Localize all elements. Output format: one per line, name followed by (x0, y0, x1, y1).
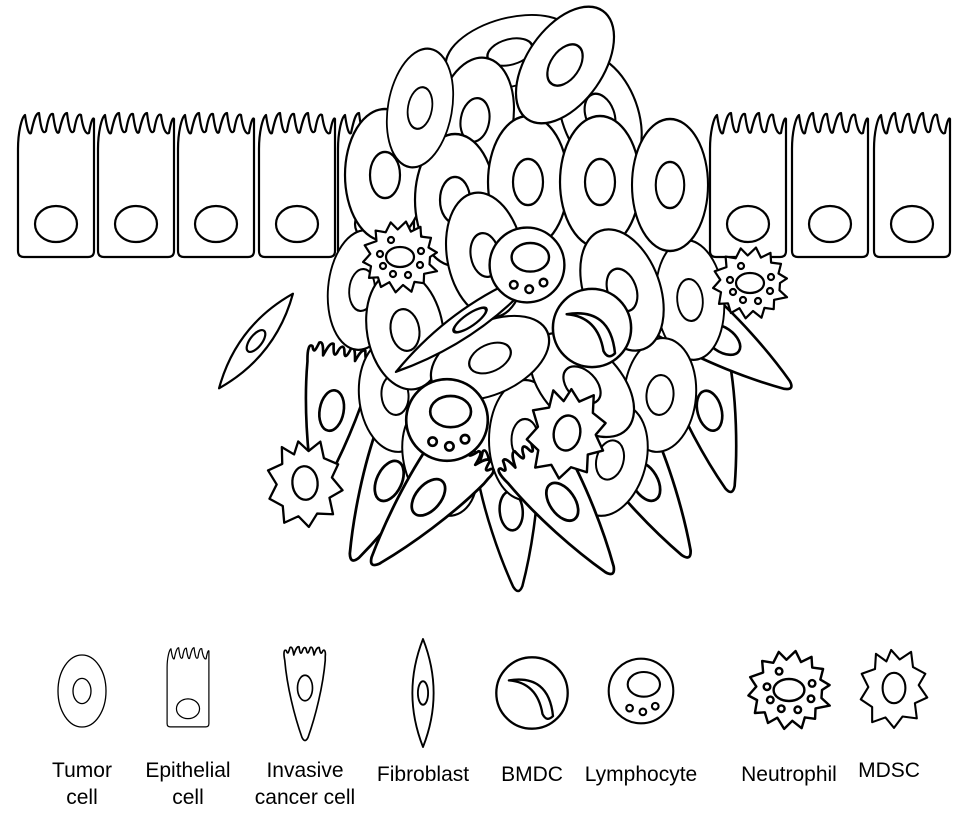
legend-epithelial-cell-icon (167, 648, 209, 727)
legend-neutrophil-icon (748, 651, 829, 729)
legend-bmdc-icon (496, 657, 567, 728)
legend-label-lymphocyte: Lymphocyte (576, 761, 706, 788)
epithelial-cell (178, 113, 254, 257)
fibroblast (209, 286, 303, 396)
tumor-cell (632, 119, 708, 251)
epithelial-cell (18, 113, 94, 257)
legend (58, 639, 927, 747)
lymphocyte (490, 228, 565, 303)
legend-label-mdsc: MDSC (829, 757, 949, 784)
tumor-mass (265, 0, 810, 594)
epithelial-cell (792, 113, 868, 257)
bmdc (553, 289, 631, 367)
epithelial-cell (710, 113, 786, 257)
epithelial-cell (874, 113, 950, 257)
legend-tumor-cell-icon (58, 655, 106, 727)
epithelial-cell (98, 113, 174, 257)
legend-lymphocyte-icon (609, 659, 674, 724)
legend-mdsc-icon (861, 650, 928, 728)
legend-invasive-cancer-cell-icon (284, 647, 325, 741)
tumor-cell (560, 116, 640, 248)
legend-fibroblast-icon (412, 639, 433, 747)
lymphocyte (406, 379, 488, 461)
epithelial-cell (259, 113, 335, 257)
